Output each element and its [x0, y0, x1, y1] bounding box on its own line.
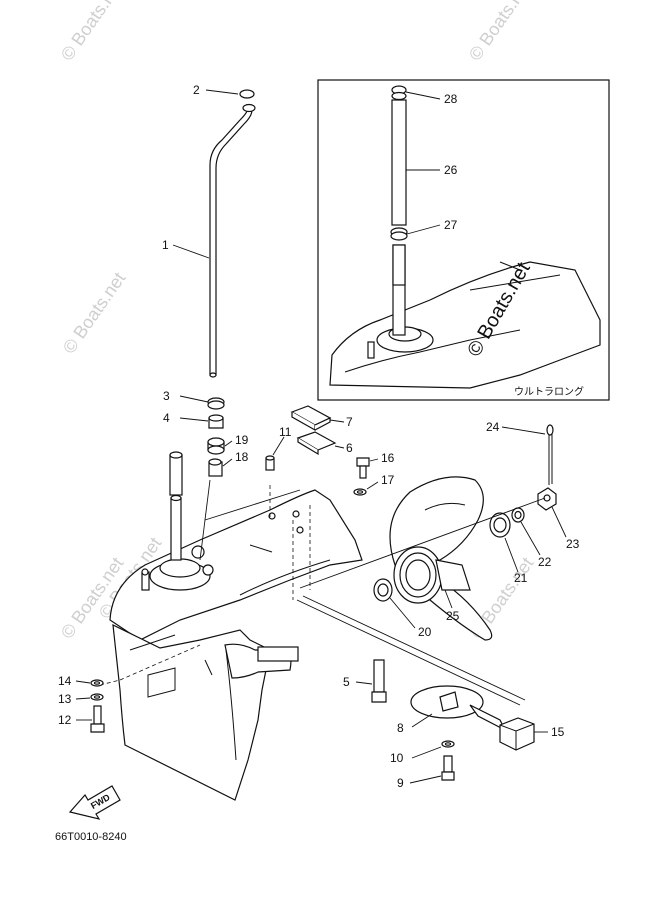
label-15: 15 [551, 725, 565, 739]
grommets: 3 4 19 18 [163, 389, 249, 477]
anodes-6-7: 7 6 [290, 405, 353, 456]
fwd-arrow-icon: FWD [68, 785, 121, 820]
trim-tab-assembly: 5 8 15 10 9 [296, 595, 565, 790]
watermark-top-right: © Boats.net [465, 0, 535, 64]
label-3: 3 [163, 389, 170, 403]
label-6: 6 [346, 441, 353, 455]
label-1: 1 [162, 238, 169, 252]
label-21: 21 [514, 571, 528, 585]
label-28: 28 [444, 92, 458, 106]
water-tube: 2 1 [162, 83, 256, 378]
inset-caption: ウルトラロング [514, 385, 584, 398]
label-10: 10 [390, 751, 404, 765]
label-2: 2 [193, 83, 200, 97]
label-11: 11 [279, 425, 292, 439]
label-26: 26 [444, 163, 458, 177]
label-17: 17 [381, 473, 395, 487]
label-25: 25 [446, 609, 460, 623]
label-7: 7 [346, 415, 353, 429]
label-14: 14 [58, 674, 72, 688]
label-23: 23 [566, 537, 580, 551]
inset-ultra-long: 28 26 27 © Boats.net ウルトラロング [317, 79, 610, 401]
pin-11: 11 [265, 425, 292, 471]
label-8: 8 [397, 721, 404, 735]
watermark-left-middle: © Boats.net [59, 269, 129, 358]
label-9: 9 [397, 776, 404, 790]
label-4: 4 [163, 411, 170, 425]
lower-unit-housing [99, 451, 363, 801]
propeller: 24 20 25 21 22 23 [299, 420, 580, 641]
label-5: 5 [343, 675, 350, 689]
diagram-code: 66T0010-8240 [55, 831, 127, 843]
label-20: 20 [418, 625, 432, 639]
drain-parts-12-13-14: 14 13 12 [58, 674, 105, 733]
label-13: 13 [58, 692, 72, 706]
bolt-16-washer-17: 16 17 [353, 451, 395, 496]
label-12: 12 [58, 713, 72, 727]
label-24: 24 [486, 420, 500, 434]
watermark-top-left: © Boats.net [57, 0, 127, 64]
label-27: 27 [444, 218, 458, 232]
label-18: 18 [235, 450, 249, 464]
label-19: 19 [235, 433, 249, 447]
label-22: 22 [538, 555, 552, 569]
label-16: 16 [381, 451, 395, 465]
